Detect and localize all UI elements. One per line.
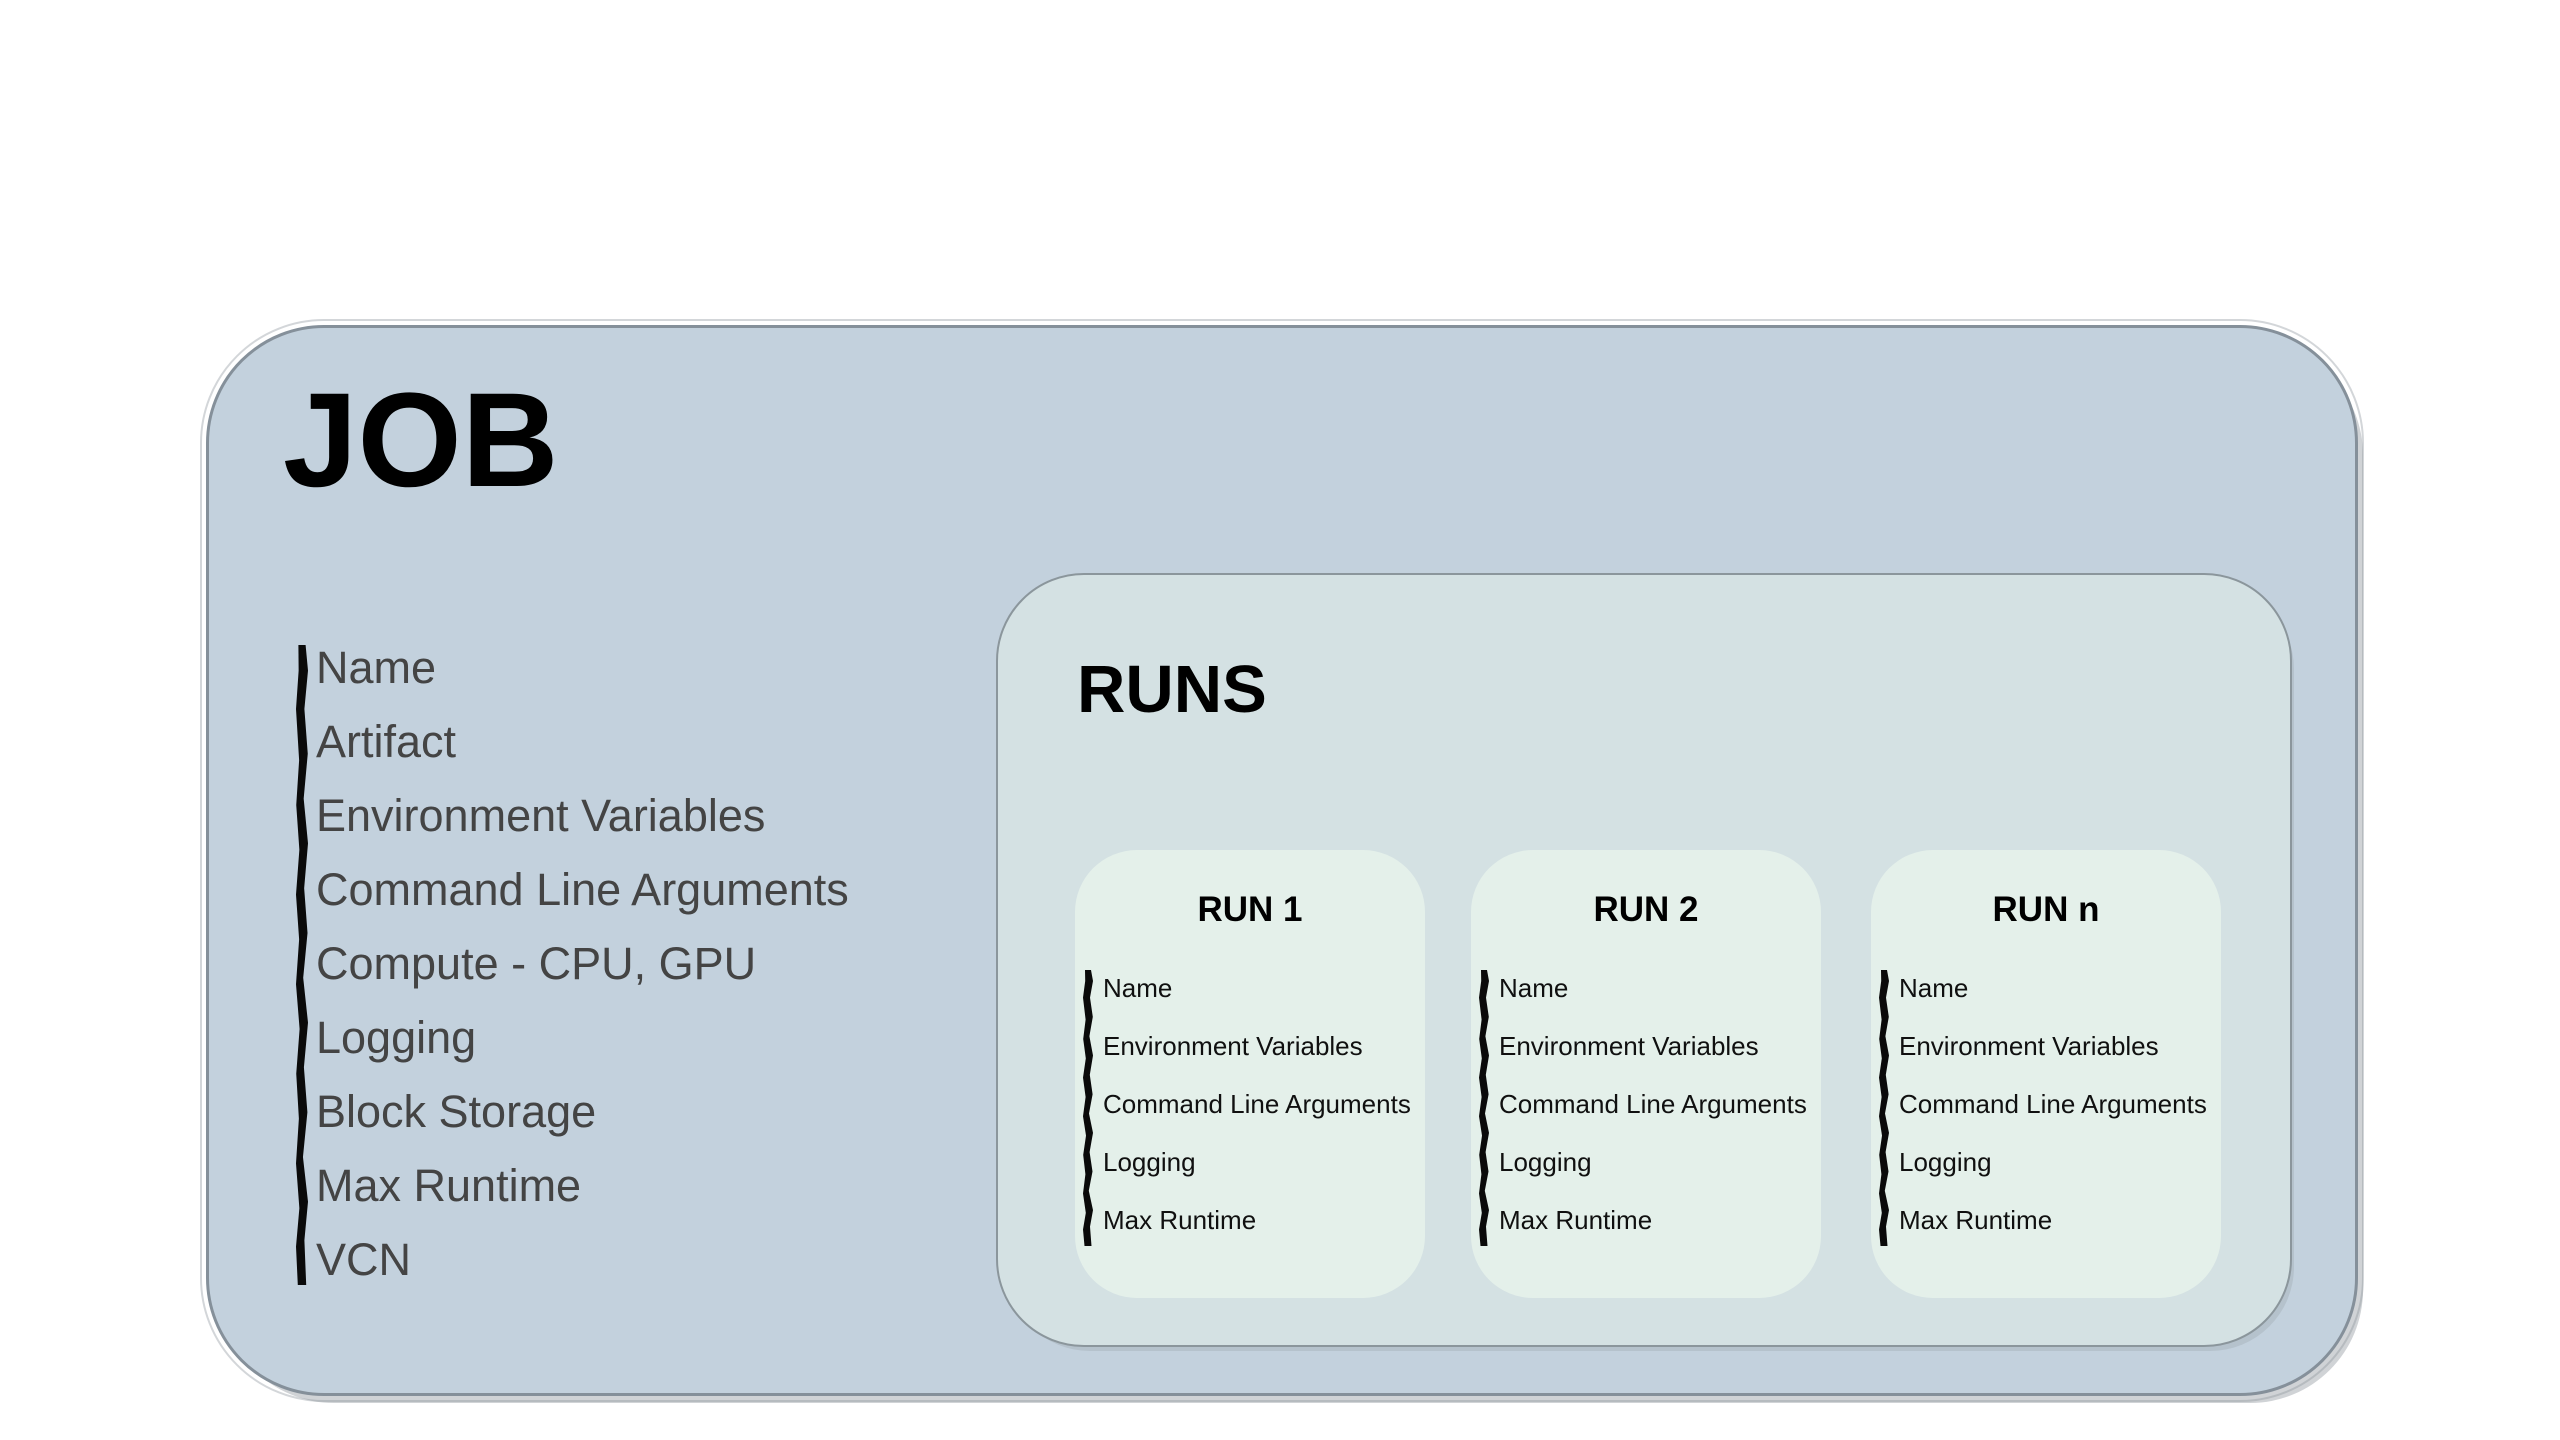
run-feature-item: Environment Variables xyxy=(1103,1031,1363,1061)
job-feature-item: Command Line Arguments xyxy=(316,864,849,915)
run-feature-item: Logging xyxy=(1499,1147,1592,1177)
run-feature-item: Max Runtime xyxy=(1103,1205,1257,1235)
job-feature-item: Name xyxy=(316,642,437,693)
job-feature-item: Max Runtime xyxy=(316,1160,582,1211)
run-feature-item: Logging xyxy=(1899,1147,1992,1177)
job-feature-item: Compute - CPU, GPU xyxy=(316,938,757,989)
run-feature-item: Name xyxy=(1103,973,1173,1003)
run-feature-item: Logging xyxy=(1103,1147,1196,1177)
run-feature-item: Name xyxy=(1899,973,1969,1003)
job-feature-item: Artifact xyxy=(316,716,457,767)
run-feature-item: Environment Variables xyxy=(1499,1031,1759,1061)
run-feature-item: Command Line Arguments xyxy=(1499,1089,1807,1119)
run-card-title: RUN 2 xyxy=(1593,890,1699,929)
run-card-title: RUN 1 xyxy=(1197,890,1303,929)
run-feature-item: Command Line Arguments xyxy=(1103,1089,1411,1119)
run-feature-item: Environment Variables xyxy=(1899,1031,2159,1061)
job-feature-item: VCN xyxy=(316,1234,412,1285)
job-title: JOB xyxy=(283,366,559,515)
run-bracket-line xyxy=(1083,970,1093,1246)
job-feature-item: Environment Variables xyxy=(316,790,766,841)
job-feature-item: Logging xyxy=(316,1012,477,1063)
run-bracket-line xyxy=(1879,970,1889,1246)
run-card-title: RUN n xyxy=(1992,890,2100,929)
run-feature-item: Name xyxy=(1499,973,1569,1003)
run-feature-item: Command Line Arguments xyxy=(1899,1089,2207,1119)
run-feature-item: Max Runtime xyxy=(1499,1205,1653,1235)
job-bracket-line xyxy=(296,645,308,1285)
run-bracket-line xyxy=(1479,970,1489,1246)
run-feature-item: Max Runtime xyxy=(1899,1205,2053,1235)
job-feature-item: Block Storage xyxy=(316,1086,597,1137)
runs-title: RUNS xyxy=(1077,652,1267,727)
